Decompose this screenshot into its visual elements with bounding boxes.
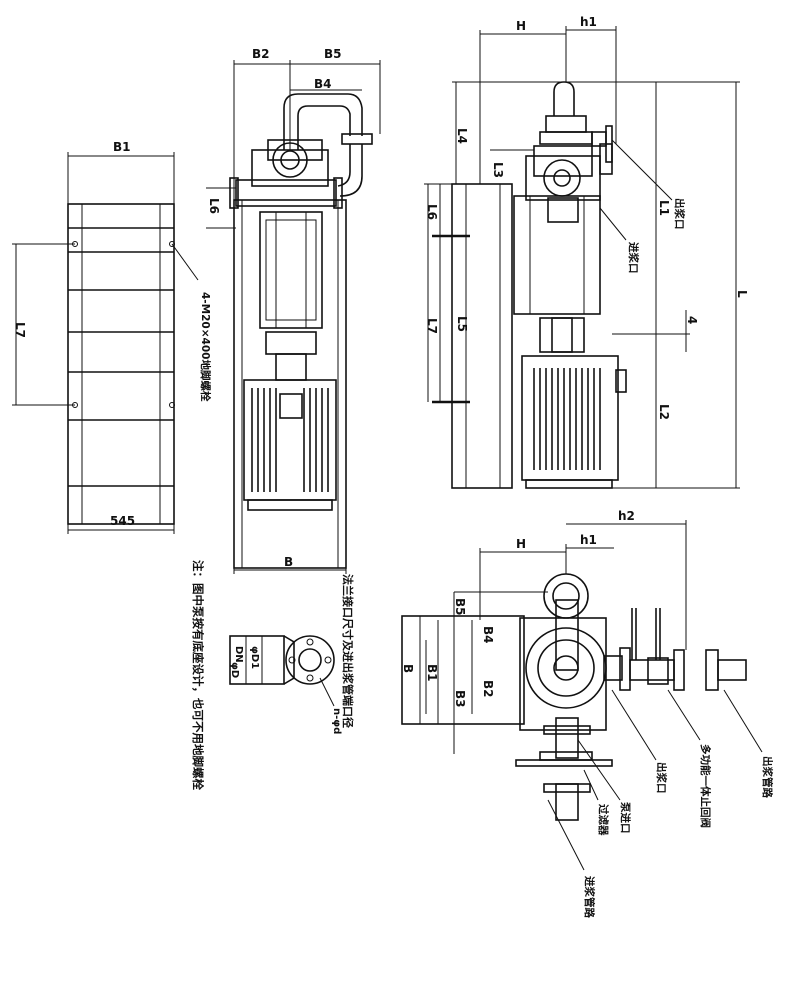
callout-outlet-top: 出浆口 — [673, 198, 686, 230]
callout-inlet-bottom: 泵进口 — [619, 802, 632, 834]
dim-h1-top: h1 — [580, 15, 597, 29]
dim-L4: L4 — [455, 128, 469, 144]
dim-H-top: H — [516, 19, 526, 33]
dim-L1: L1 — [657, 200, 671, 216]
dim-B4-bottom: B4 — [481, 626, 495, 644]
flange-n-phid: n-φd — [331, 708, 342, 734]
dim-L7-left: L7 — [13, 322, 27, 338]
base-plan-view — [12, 152, 199, 534]
callout-check-valve: 多功能一体止回阀 — [699, 744, 712, 828]
motor-fins-top — [251, 388, 329, 492]
motor-fins-side — [533, 368, 601, 470]
dim-B2-bottom: B2 — [481, 680, 495, 698]
dim-B5: B5 — [324, 47, 342, 61]
callout-filter: 过滤器 — [597, 804, 610, 836]
flange-note: 法兰接口尺寸及进出浆管端口径 — [341, 574, 355, 728]
flange-DN: DN — [233, 646, 244, 663]
pump-front-view — [401, 520, 763, 871]
pump-top-view — [206, 60, 381, 574]
flange-phiD1: φD1 — [249, 646, 260, 669]
callout-inlet-top: 进浆口 — [627, 242, 640, 274]
dim-B3-bottom: B3 — [453, 690, 467, 708]
dim-L6: L6 — [207, 198, 221, 214]
dim-B2: B2 — [252, 47, 270, 61]
dim-L3: L3 — [491, 162, 505, 178]
callout-inlet-pipe: 进浆管路 — [583, 876, 596, 918]
dim-B-top: B — [284, 555, 293, 569]
dim-L6-side: L6 — [425, 204, 439, 220]
flange-phiD: φD — [229, 662, 240, 678]
dim-B4: B4 — [314, 77, 332, 91]
dim-B1-left: B1 — [113, 140, 131, 154]
callout-outlet-pipe: 出浆管路 — [761, 756, 774, 798]
dim-545: 545 — [110, 514, 135, 528]
pump-side-view — [424, 26, 740, 489]
dim-B-bottom: B — [401, 664, 415, 673]
callout-outlet-bottom: 出浆口 — [655, 762, 668, 794]
anchor-bolts-note: 4-M20×400地脚螺栓 — [199, 292, 212, 402]
flange-detail — [229, 635, 335, 707]
dim-L: L — [735, 290, 749, 298]
dim-L2: L2 — [657, 404, 671, 420]
dim-h1-bottom: h1 — [580, 533, 597, 547]
dim-B1-bottom: B1 — [425, 664, 439, 682]
dim-4: 4 — [685, 316, 699, 324]
dim-H-bottom: H — [516, 537, 526, 551]
dim-h2: h2 — [618, 509, 635, 523]
main-note: 注：图中泵按有底座设计，也可不用地脚螺栓 — [191, 560, 205, 790]
dim-L5: L5 — [455, 316, 469, 332]
dim-B5-bottom: B5 — [453, 598, 467, 616]
dim-L7-side: L7 — [425, 318, 439, 334]
